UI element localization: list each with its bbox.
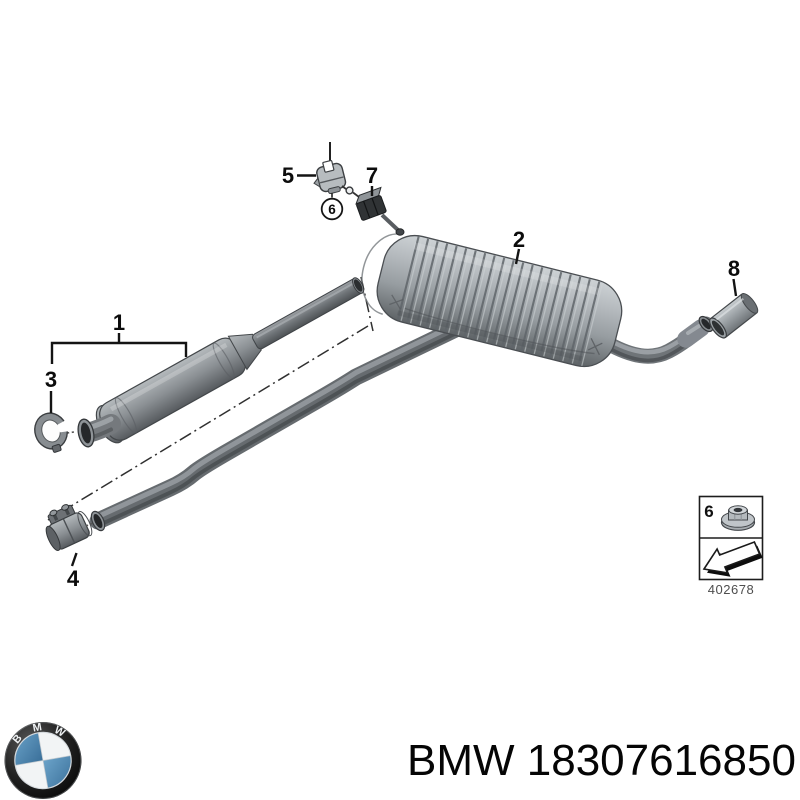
legend-code: 402678 xyxy=(708,582,754,597)
inlet-flange xyxy=(77,418,95,448)
flange-nut-icon xyxy=(720,505,756,531)
bmw-logo: B M W xyxy=(3,721,83,800)
clamp-part-4 xyxy=(45,504,94,552)
center-silencer-part-1 xyxy=(66,277,365,448)
callout-label-5: 5 xyxy=(282,163,294,188)
tailpipe-open-end xyxy=(698,315,714,333)
center-pipe xyxy=(89,314,477,532)
hanger-bracket-part-5 xyxy=(313,142,347,195)
clamp-part-3 xyxy=(34,412,71,453)
callout-label-7: 7 xyxy=(366,163,378,188)
exhaust-diagram: 6 1 2 3 4 5 7 8 6 402678 xyxy=(34,142,764,597)
center-pipe-open-end xyxy=(90,510,106,532)
tailpipe xyxy=(594,315,714,364)
muffler-ribs xyxy=(396,236,601,366)
tailpipe-tip-part-8 xyxy=(709,293,759,339)
leader-lines xyxy=(49,174,738,567)
connector-eyelet xyxy=(341,185,360,198)
direction-arrow-icon xyxy=(702,540,763,577)
legend-item-number: 6 xyxy=(704,502,713,521)
part-number-text: BMW 18307616850 xyxy=(407,736,796,785)
callout-label-8: 8 xyxy=(728,256,740,281)
rubber-mount-part-7 xyxy=(355,186,405,236)
callout-label-6: 6 xyxy=(328,202,336,217)
rear-muffler-part-2 xyxy=(361,233,623,368)
callout-label-3: 3 xyxy=(45,367,57,392)
legend-box: 6 402678 xyxy=(698,495,764,597)
callout-label-2: 2 xyxy=(513,227,525,252)
logo-letter-m: M xyxy=(32,721,43,734)
callout-label-4: 4 xyxy=(67,566,80,591)
callout-label-1: 1 xyxy=(113,310,125,335)
circled-callout-6: 6 xyxy=(320,193,344,221)
